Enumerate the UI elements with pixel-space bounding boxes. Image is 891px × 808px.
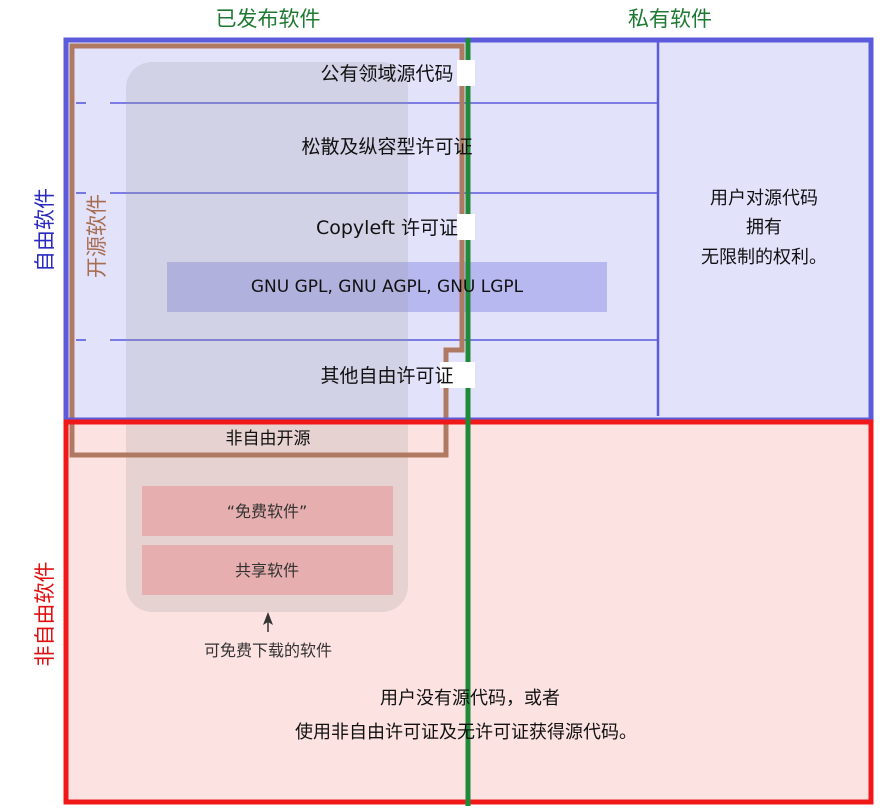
label-nonfree-open-source: 非自由开源 [226,429,311,449]
label-gap-copyleft [457,214,475,240]
private-free-note-line2: 拥有 [746,217,782,238]
gratis-arrow-head [263,612,273,625]
private-free-note-line3: 无限制的权利。 [701,247,827,268]
label-public-domain: 公有领域源代码 [320,63,453,85]
label-gap-public-domain [457,60,475,86]
label-gratis-caption: 可免费下载的软件 [204,641,332,660]
label-gap-other-free [440,362,475,388]
label-shareware: 共享软件 [235,561,299,580]
header-published: 已发布软件 [216,7,321,31]
nonfree-note-line2: 使用非自由许可证及无许可证获得源代码。 [295,722,637,743]
freeware-box [142,486,393,536]
label-permissive: 松散及纵容型许可证 [301,136,472,158]
label-gnu-licenses: GNU GPL, GNU AGPL, GNU LGPL [251,277,524,297]
shareware-box [142,545,393,595]
label-nonfree-software: 非自由软件 [33,562,57,667]
label-free-software: 自由软件 [33,188,57,272]
gratis-region [126,62,408,612]
nonfree-note-line1: 用户没有源代码，或者 [380,688,560,709]
header-private: 私有软件 [628,7,712,31]
label-freeware: “免费软件” [227,502,308,521]
open-source-outline [69,43,465,458]
private-free-note-line1: 用户对源代码 [710,188,818,209]
gnu-licenses-box [167,262,607,312]
label-other-free: 其他自由许可证 [320,365,453,387]
label-open-source: 开源软件 [85,194,109,278]
label-copyleft: Copyleft 许可证 [316,217,458,239]
